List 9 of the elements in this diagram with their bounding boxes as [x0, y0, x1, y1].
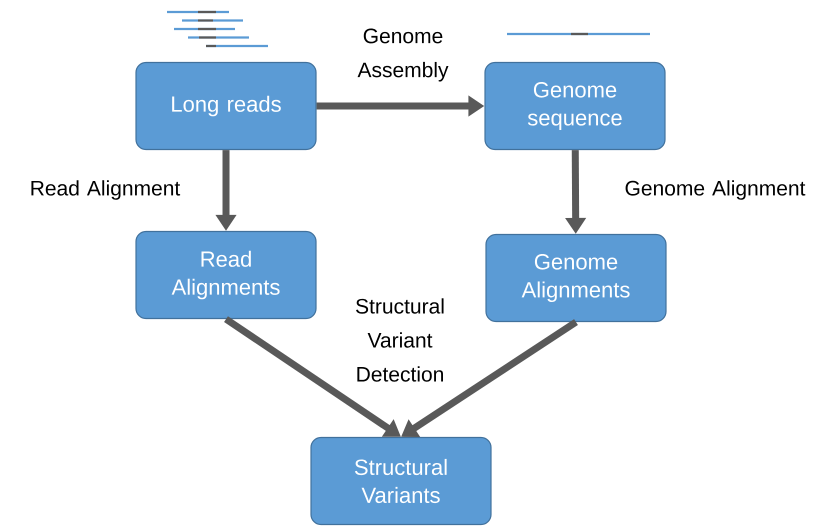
process-box: Genome sequence — [484, 62, 666, 150]
process-box: Structural Variants — [310, 436, 492, 526]
process-box: Genome Alignments — [485, 234, 667, 322]
edge-label: Genome Alignment — [626, 180, 806, 200]
step-label: Structural Variant Detection — [356, 298, 444, 382]
process-box: Read Alignments — [135, 230, 317, 320]
edge-label: Read Alignment — [31, 180, 180, 200]
edge-label: Genome Assembly — [358, 28, 448, 82]
process-box: Long reads — [135, 62, 317, 150]
